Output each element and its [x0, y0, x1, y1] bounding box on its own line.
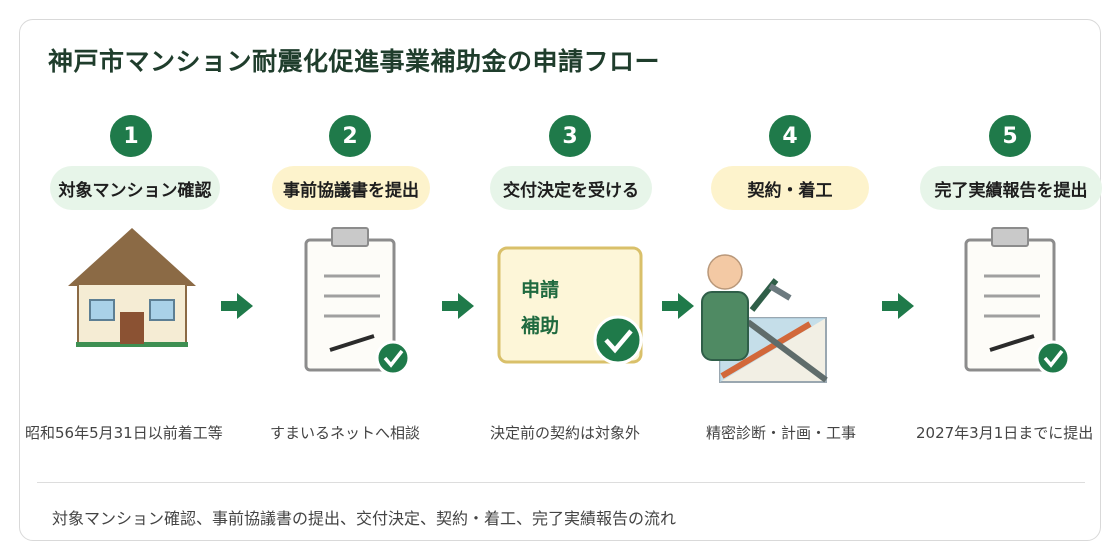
document-line-1: 申請 — [521, 278, 559, 301]
flow-summary: 対象マンション確認、事前協議書の提出、交付決定、契約・着工、完了実績報告の流れ — [52, 509, 677, 528]
clipboard-check-icon — [964, 227, 1071, 376]
arrow-right-icon — [442, 293, 474, 319]
arrow-right-icon — [221, 293, 253, 319]
construction-worker-icon — [701, 254, 828, 383]
step-number-badge: 4 — [769, 115, 811, 157]
step-number-badge: 1 — [110, 115, 152, 157]
step-caption: 精密診断・計画・工事 — [706, 424, 857, 442]
step-number-badge: 2 — [329, 115, 371, 157]
arrow-right-icon — [882, 293, 914, 319]
step-4: 4 契約・着工 精密診断・計画・工事 — [680, 0, 900, 470]
step-label-pill: 契約・着工 — [711, 166, 869, 210]
step-5: 5 完了実績報告を提出 2027年3月1日までに提出 — [900, 0, 1120, 470]
step-caption: 昭和56年5月31日以前着工等 — [25, 424, 223, 442]
step-label-pill: 完了実績報告を提出 — [920, 166, 1102, 210]
arrow-right-icon — [662, 293, 694, 319]
house-icon — [68, 228, 196, 347]
divider — [37, 482, 1085, 483]
clipboard-check-icon — [304, 227, 411, 376]
step-3: 3 交付決定を受ける 申請 補助 決定前の契約は対象外 — [460, 0, 680, 470]
document-line-2: 補助 — [520, 314, 559, 337]
step-number-badge: 5 — [989, 115, 1031, 157]
step-number-badge: 3 — [549, 115, 591, 157]
step-caption: すまいるネットへ相談 — [270, 424, 421, 442]
step-caption: 決定前の契約は対象外 — [490, 424, 641, 442]
step-caption: 2027年3月1日までに提出 — [916, 424, 1094, 442]
step-2: 2 事前協議書を提出 すまいるネットへ相談 — [240, 0, 460, 470]
page-title: 神戸市マンション耐震化促進事業補助金の申請フロー — [48, 47, 661, 76]
approval-document-icon: 申請 補助 — [497, 246, 643, 365]
step-1: 1 対象マンション確認 昭和56年5月31日以前着工等 — [20, 0, 240, 470]
step-label-pill: 交付決定を受ける — [490, 166, 652, 210]
step-label-pill: 事前協議書を提出 — [272, 166, 430, 210]
step-label-pill: 対象マンション確認 — [50, 166, 220, 210]
